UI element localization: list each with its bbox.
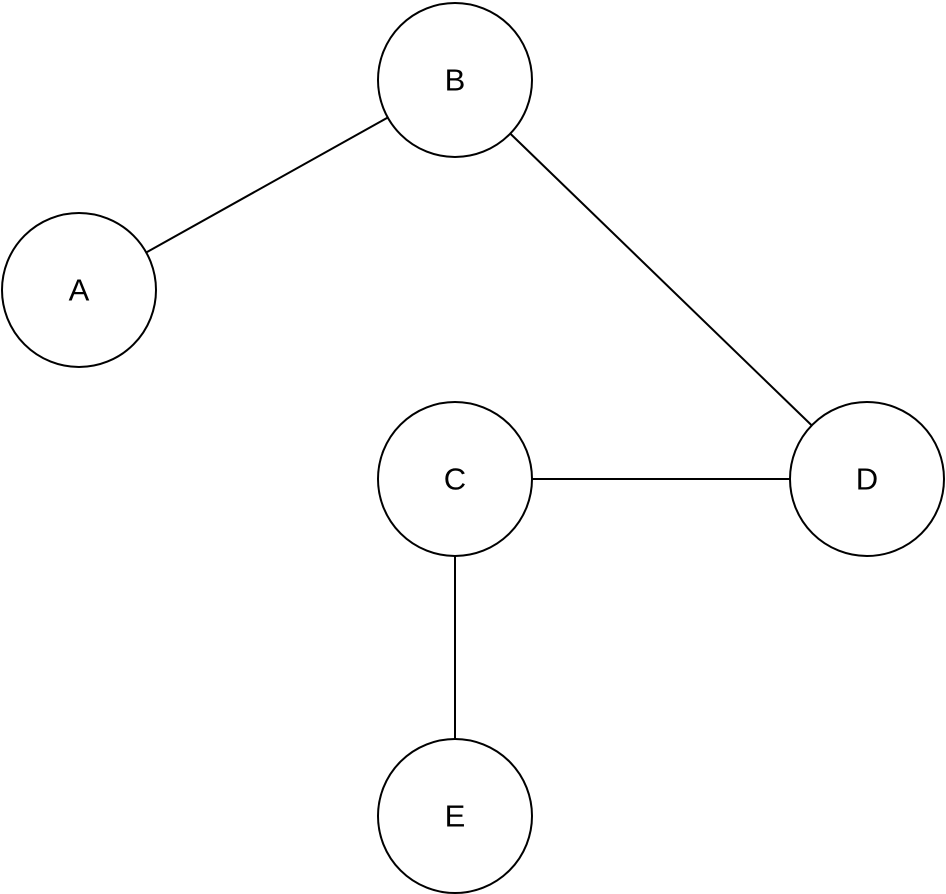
node-a: A [1,212,157,368]
node-circle [377,738,533,894]
node-b: B [377,2,533,158]
node-c: C [377,401,533,557]
edge-a-b [145,116,389,254]
node-label: B [445,63,466,98]
node-label: E [445,799,466,834]
edge-b-d [509,132,813,427]
node-label: A [69,273,90,308]
node-circle [789,401,945,557]
node-d: D [789,401,945,557]
node-circle [1,212,157,368]
edges [145,116,813,739]
node-circle [377,2,533,158]
node-label: D [856,462,878,497]
node-circle [377,401,533,557]
node-e: E [377,738,533,894]
node-label: C [444,462,466,497]
